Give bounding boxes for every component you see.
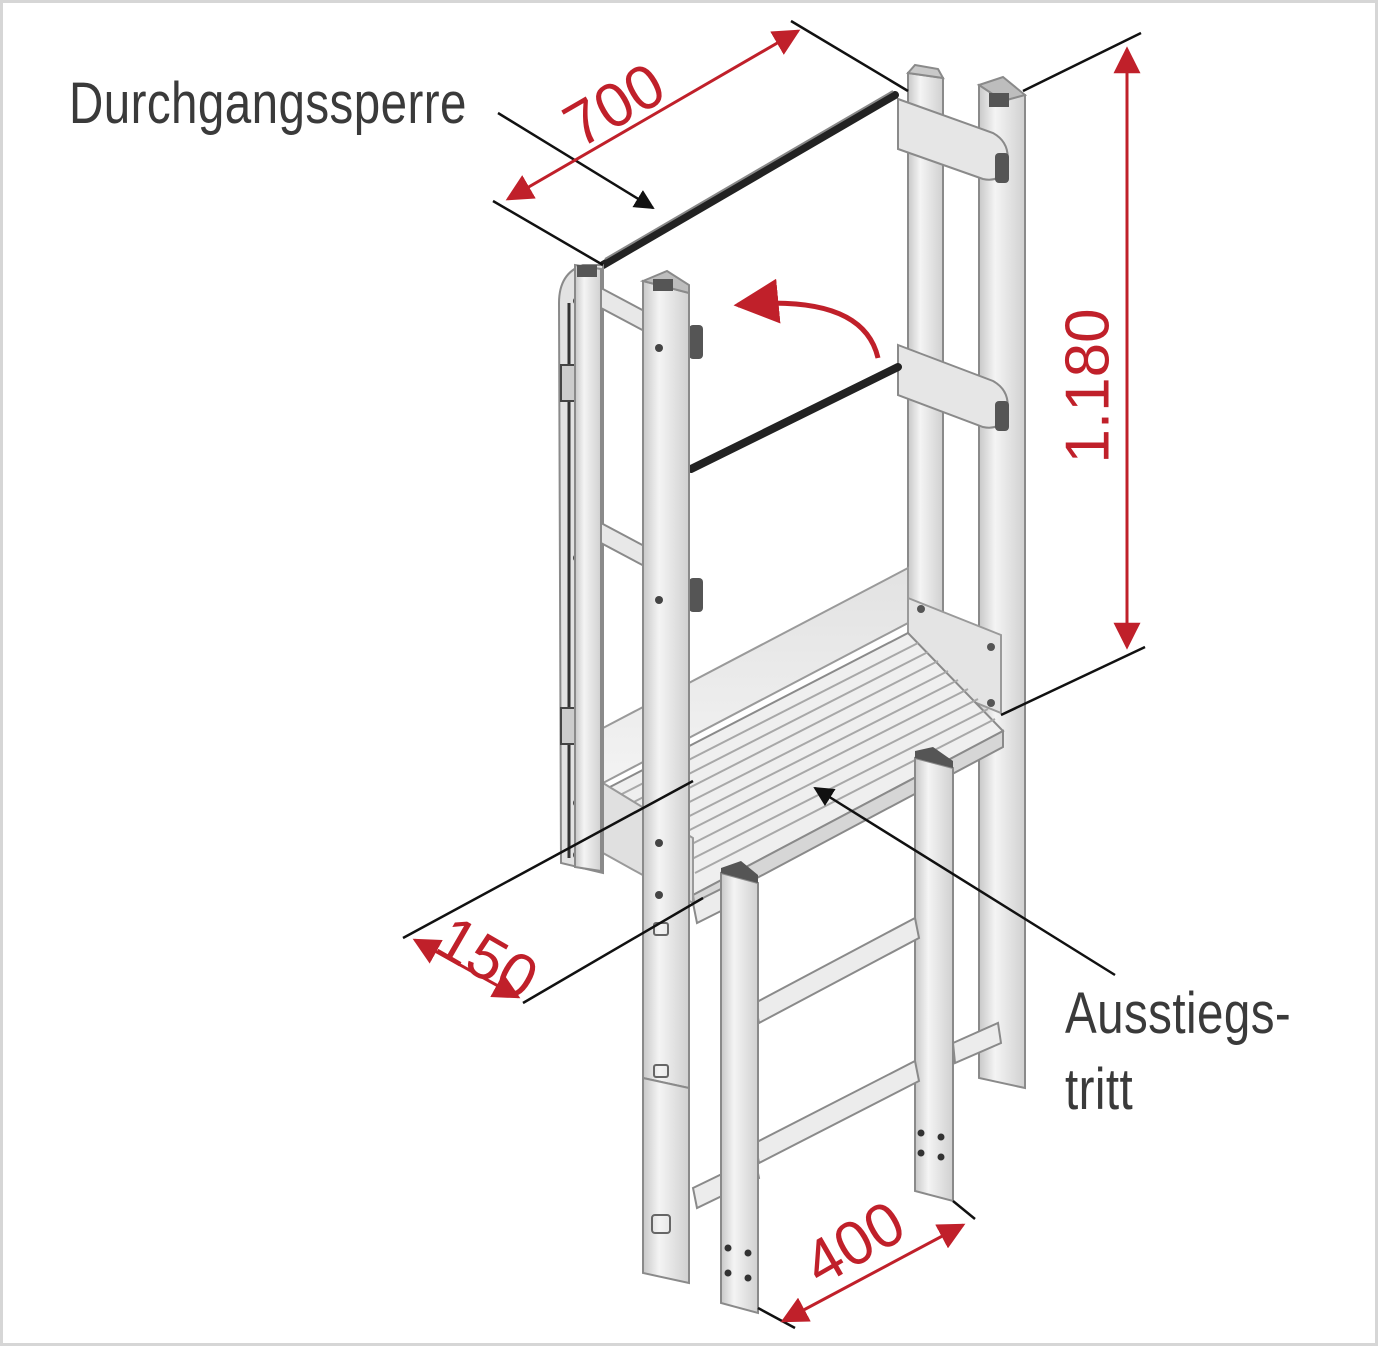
left-rungs: [600, 286, 703, 612]
lower-ladder-right-rail: [914, 747, 954, 1203]
swing-arrow: [733, 278, 881, 359]
top-right-handle: [897, 97, 1009, 183]
left-front-rail: [639, 269, 690, 1090]
lower-front-rail: [642, 1076, 690, 1285]
dimension-height-label: 1.180: [1053, 308, 1123, 464]
exit-step-leader-line: [813, 786, 1116, 977]
exit-step-label-line1: Ausstiegs-: [1065, 981, 1292, 1046]
left-inner-rail: [574, 263, 602, 873]
lower-ladder-left-rail: [720, 861, 759, 1315]
barrier-bar-middle: [687, 363, 902, 473]
middle-right-handle: [897, 343, 1009, 431]
dimension-depth-lines: [402, 779, 704, 1005]
dimension-width-top-lines: [492, 19, 909, 267]
ladder-illustration: [402, 19, 1146, 1330]
exit-step-label-line2: tritt: [1065, 1057, 1134, 1122]
right-back-rail: [976, 75, 1028, 1090]
barrier-label: Durchgangssperre: [69, 71, 467, 136]
dimension-ladder-width-lines: [757, 1200, 976, 1330]
dimension-height-lines: [1000, 31, 1146, 717]
